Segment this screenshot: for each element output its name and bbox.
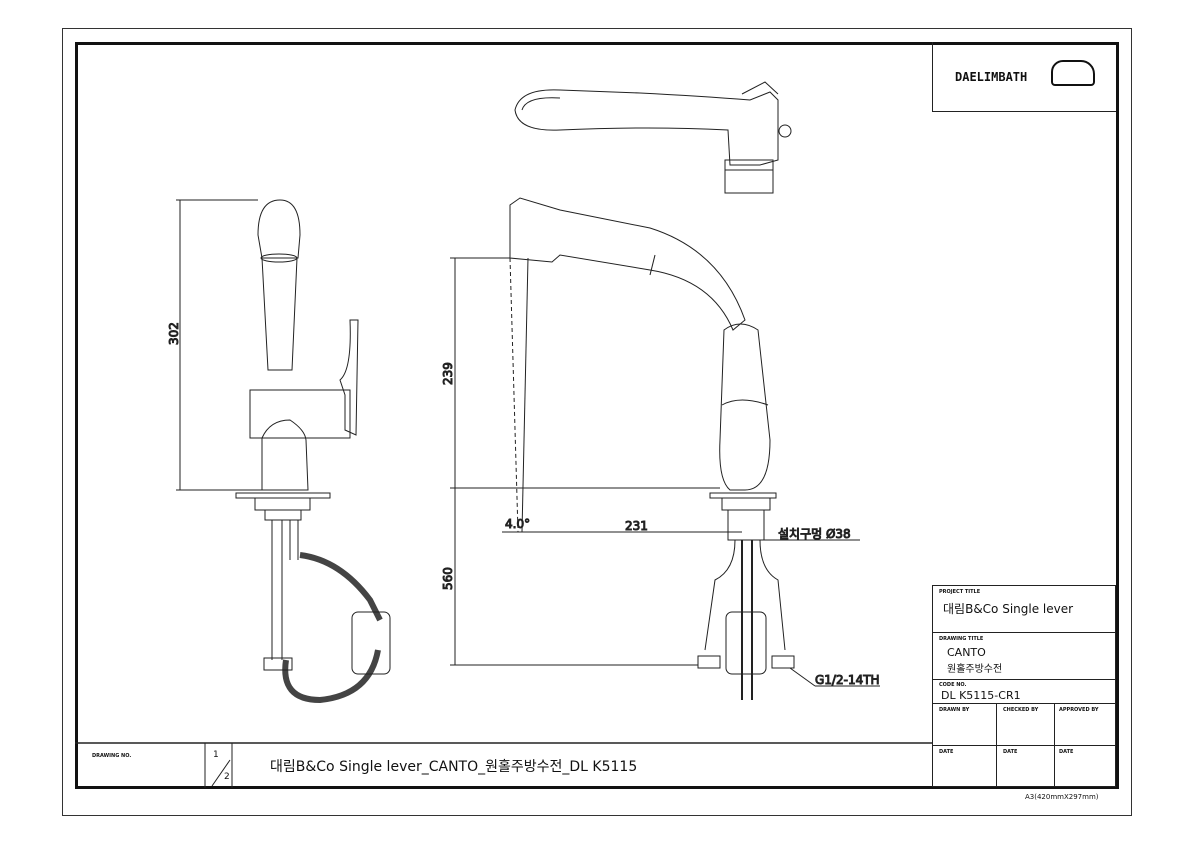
approved-by-label: APPROVED BY: [1059, 707, 1099, 713]
date-cell-3: DATE: [1054, 745, 1116, 787]
drawn-by-label: DRAWN BY: [939, 707, 970, 713]
dim-hole: 설치구멍 Ø38: [778, 527, 851, 541]
sheet-number: 1: [213, 750, 219, 760]
project-title: 대림B&Co Single lever: [943, 602, 1074, 616]
code-no-label: CODE NO.: [939, 682, 967, 688]
paper-size: A3(420mmX297mm): [1025, 793, 1099, 801]
drawing-name: 대림B&Co Single lever_CANTO_원홀주방수전_DL K511…: [270, 759, 638, 775]
checked-by-label: CHECKED BY: [1003, 707, 1039, 713]
code-no-cell: CODE NO. DL K5115-CR1: [932, 679, 1116, 704]
date-cell-2: DATE: [996, 745, 1055, 787]
side-view: [176, 199, 391, 704]
date-label: DATE: [1003, 749, 1018, 755]
project-title-label: PROJECT TITLE: [939, 589, 981, 595]
drawing-title-line1: CANTO: [947, 646, 986, 659]
date-label: DATE: [939, 749, 954, 755]
sheet-inner-border: [75, 42, 1119, 789]
dim-angle: 4.0°: [505, 517, 530, 531]
company-logo: DAELIMBATH: [955, 70, 1028, 84]
drawing-title-label: DRAWING TITLE: [939, 636, 984, 642]
dim-below-deck: 560: [441, 567, 455, 590]
checked-by-cell: CHECKED BY: [996, 703, 1055, 746]
dim-reach: 231: [625, 519, 648, 533]
project-title-cell: PROJECT TITLE 대림B&Co Single lever: [932, 585, 1116, 633]
date-label: DATE: [1059, 749, 1074, 755]
dim-side-height: 302: [167, 322, 181, 345]
drawing-title-cell: DRAWING TITLE CANTO 원홀주방수전: [932, 632, 1116, 680]
dim-spout-height: 239: [441, 362, 455, 385]
drawn-by-cell: DRAWN BY: [932, 703, 997, 746]
sheet-total: 2: [224, 772, 230, 782]
sheet-fraction-slash: [211, 759, 231, 787]
drawing-no-label: DRAWING NO.: [92, 753, 132, 759]
sheet-outer-border: [62, 28, 1132, 816]
code-no: DL K5115-CR1: [941, 689, 1021, 702]
top-view: [514, 81, 792, 194]
approved-by-cell: APPROVED BY: [1054, 703, 1116, 746]
bear-icon: [1051, 60, 1095, 86]
drawing-title-line2: 원홀주방수전: [947, 664, 1003, 675]
logo-box: DAELIMBATH: [932, 42, 1116, 112]
date-cell-1: DATE: [932, 745, 997, 787]
front-view: [450, 197, 880, 700]
dim-thread: G1/2-14TH: [815, 673, 880, 687]
